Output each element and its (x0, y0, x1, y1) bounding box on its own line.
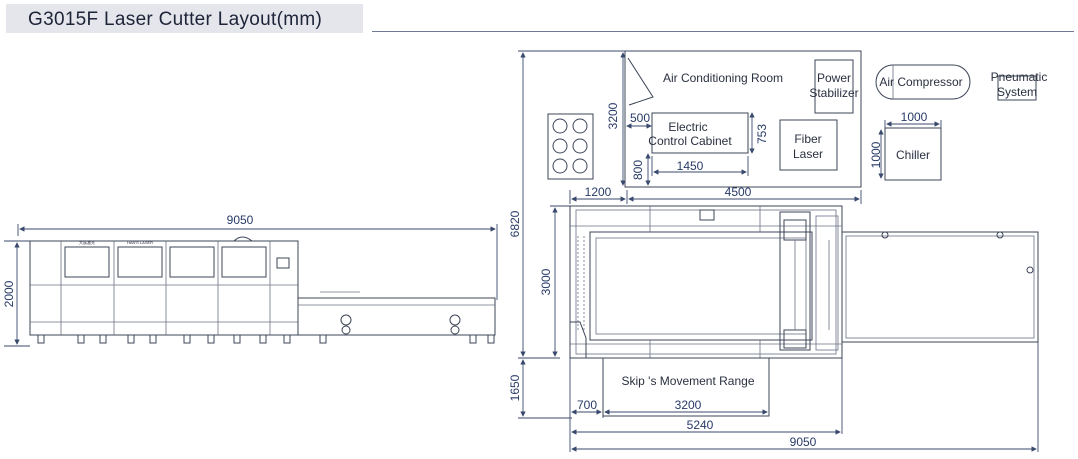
chiller (884, 127, 942, 181)
skip-movement-range (602, 357, 770, 417)
panel-label-cn: 大族激光 (79, 239, 95, 245)
panel-label-en: HAN'S LASER (127, 240, 153, 245)
page-title: G3015F Laser Cutter Layout(mm) (28, 9, 323, 30)
power-stabilizer (814, 59, 854, 114)
filter-unit (547, 113, 594, 180)
air-compressor (875, 64, 971, 100)
air-conditioning-room (624, 50, 862, 188)
side-length-dim: 9050 (227, 213, 254, 227)
plan-exchange-table (841, 231, 1039, 343)
fiber-laser (779, 119, 838, 171)
electric-control-cabinet (651, 112, 749, 154)
plan-machine (569, 205, 843, 359)
title-rule (372, 31, 1074, 32)
side-view-machine (4, 224, 498, 347)
title-bar: G3015F Laser Cutter Layout(mm) (6, 4, 363, 33)
pneumatic-system (997, 75, 1037, 101)
side-height-dim: 2000 (2, 280, 16, 307)
